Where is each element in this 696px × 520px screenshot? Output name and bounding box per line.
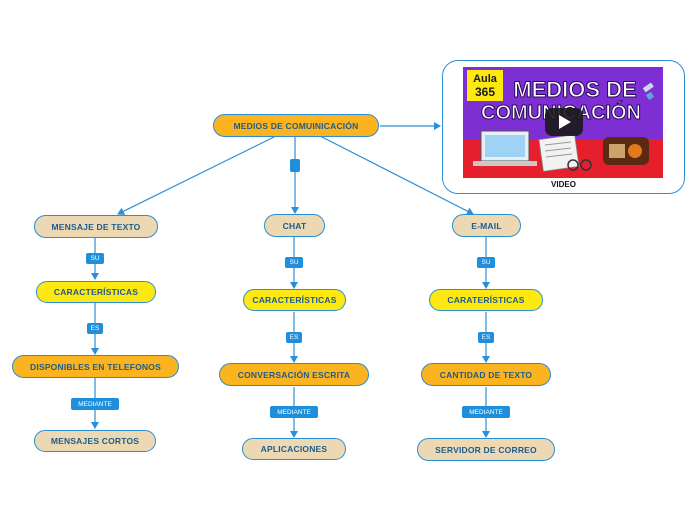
link-tag-es: ES	[286, 332, 302, 343]
play-button-icon	[545, 108, 583, 136]
node-caracteristicas[interactable]: CARACTERÍSTICAS	[36, 281, 156, 303]
thumb-brand-line2: 365	[475, 85, 495, 99]
link-tag-su: SU	[477, 257, 495, 268]
node-label: CARACTERÍSTICAS	[252, 295, 337, 305]
thumb-brand-line1: Aula	[473, 73, 498, 85]
branch-chat[interactable]: CHAT	[264, 214, 325, 237]
node-aplicaciones[interactable]: APLICACIONES	[242, 438, 346, 460]
node-cantidad-de-texto[interactable]: CANTIDAD DE TEXTO	[421, 363, 551, 386]
branch-mensaje-de-texto[interactable]: MENSAJE DE TEXTO	[34, 215, 158, 238]
branch-e-mail[interactable]: E-MAIL	[452, 214, 521, 237]
node-label: CARACTERÍSTICAS	[53, 287, 139, 297]
video-thumbnail-graphic: Aula 365 MEDIOS DE COMUNICACIÓN	[463, 67, 663, 178]
newspaper-icon	[538, 134, 580, 172]
branch-title: CHAT	[282, 220, 307, 231]
node-label: CARATERÍSTICAS	[447, 295, 525, 305]
node-label: MENSAJES CORTOS	[50, 436, 140, 446]
link-tag-su: SU	[285, 257, 303, 268]
video-card[interactable]: Aula 365 MEDIOS DE COMUNICACIÓN	[442, 60, 685, 194]
branch-title: E-MAIL	[471, 220, 502, 231]
node-label: CANTIDAD DE TEXTO	[439, 369, 533, 380]
satellite-icon	[642, 82, 655, 101]
node-carateristicas[interactable]: CARATERÍSTICAS	[429, 289, 543, 311]
node-label: APLICACIONES	[260, 444, 328, 454]
node-label: DISPONIBLES EN TELEFONOS	[30, 361, 161, 372]
node-label: CONVERSACIÓN ESCRITA	[237, 369, 351, 380]
laptop-icon	[473, 130, 537, 166]
node-mensajes-cortos[interactable]: MENSAJES CORTOS	[34, 430, 156, 452]
unlabeled-link-tag	[290, 159, 300, 172]
thumb-title-line1: MEDIOS DE	[513, 77, 636, 102]
central-topic-label: MEDIOS DE COMUINICACIÓN	[233, 120, 359, 131]
radio-icon	[603, 137, 649, 165]
branch-title: MENSAJE DE TEXTO	[51, 221, 141, 232]
node-label: SERVIDOR DE CORREO	[435, 444, 537, 455]
glasses-icon	[567, 159, 592, 171]
link-tag-su: SU	[86, 253, 104, 264]
node-conversacion-escrita[interactable]: CONVERSACIÓN ESCRITA	[219, 363, 369, 386]
video-label: VIDEO	[551, 180, 576, 189]
thumb-title-line2: COMUNICACIÓN	[481, 100, 641, 124]
video-thumbnail[interactable]: Aula 365 MEDIOS DE COMUNICACIÓN	[463, 67, 663, 178]
link-tag-mediante: MEDIANTE	[270, 406, 318, 418]
link-tag-mediante: MEDIANTE	[71, 398, 119, 410]
link-tag-es: ES	[87, 323, 103, 334]
node-caracteristicas[interactable]: CARACTERÍSTICAS	[243, 289, 346, 311]
node-servidor-de-correo[interactable]: SERVIDOR DE CORREO	[417, 438, 555, 461]
link-tag-es: ES	[478, 332, 494, 343]
central-topic-node[interactable]: MEDIOS DE COMUINICACIÓN	[213, 114, 379, 137]
node-disponibles-en-telefonos[interactable]: DISPONIBLES EN TELEFONOS	[12, 355, 179, 378]
link-tag-mediante: MEDIANTE	[462, 406, 510, 418]
